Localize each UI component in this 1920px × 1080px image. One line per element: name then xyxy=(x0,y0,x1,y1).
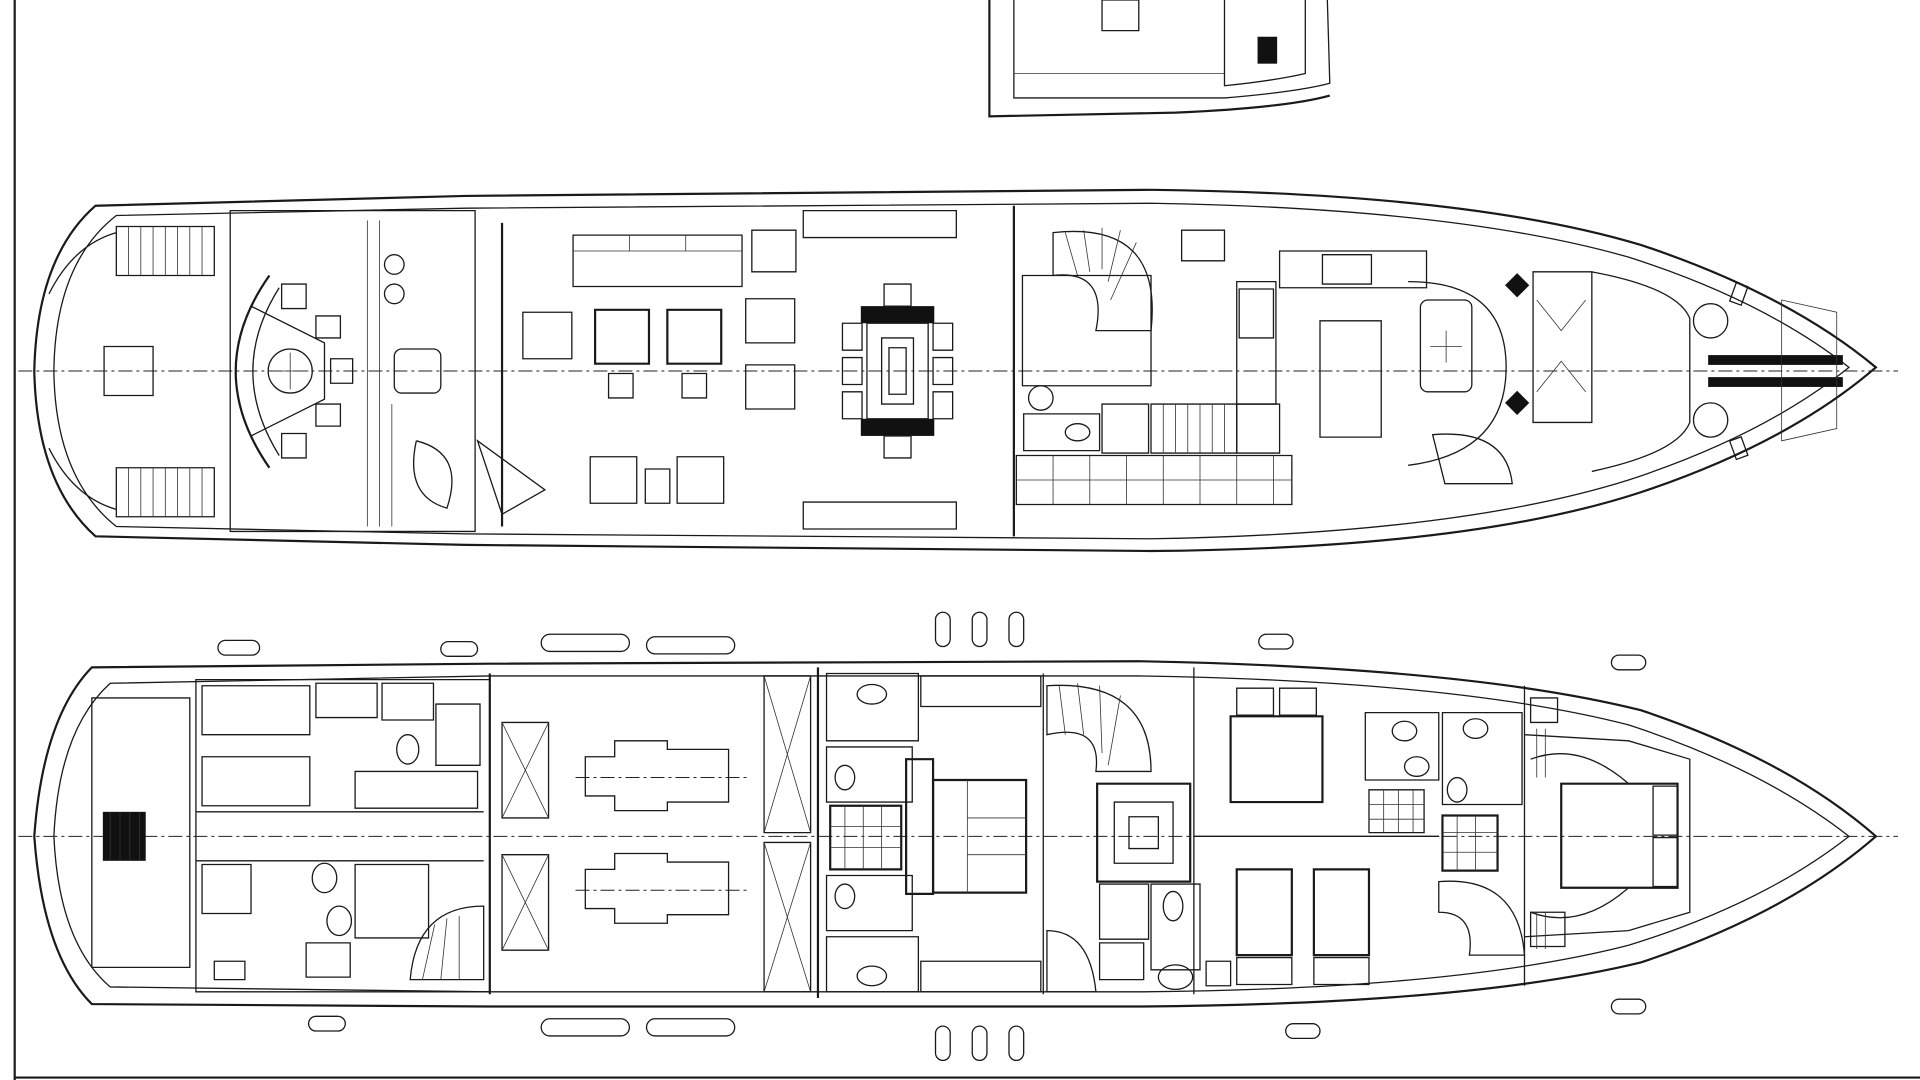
forward-vip-cabin xyxy=(1524,698,1689,949)
main-salon xyxy=(502,211,956,529)
dining-table xyxy=(842,284,952,458)
flybridge-partial-view xyxy=(989,0,1329,116)
crew-quarters xyxy=(92,680,490,992)
lower-deck-plan xyxy=(18,612,1898,1060)
lower-deck-hull-outline xyxy=(34,661,1876,1006)
master-cabin xyxy=(827,673,1044,994)
aft-deck-lounge xyxy=(230,211,545,532)
engine-room xyxy=(490,667,818,998)
guest-cabins xyxy=(1194,686,1525,986)
foredeck-windlass xyxy=(1592,272,1843,472)
galley-area xyxy=(1016,228,1426,505)
hull-portholes xyxy=(218,612,1646,1060)
main-deck-hull-outline xyxy=(34,190,1876,551)
lower-lobby xyxy=(1047,667,1200,994)
aft-swim-steps xyxy=(49,227,214,517)
main-deck-plan xyxy=(18,190,1898,551)
wheelhouse xyxy=(1320,272,1592,484)
